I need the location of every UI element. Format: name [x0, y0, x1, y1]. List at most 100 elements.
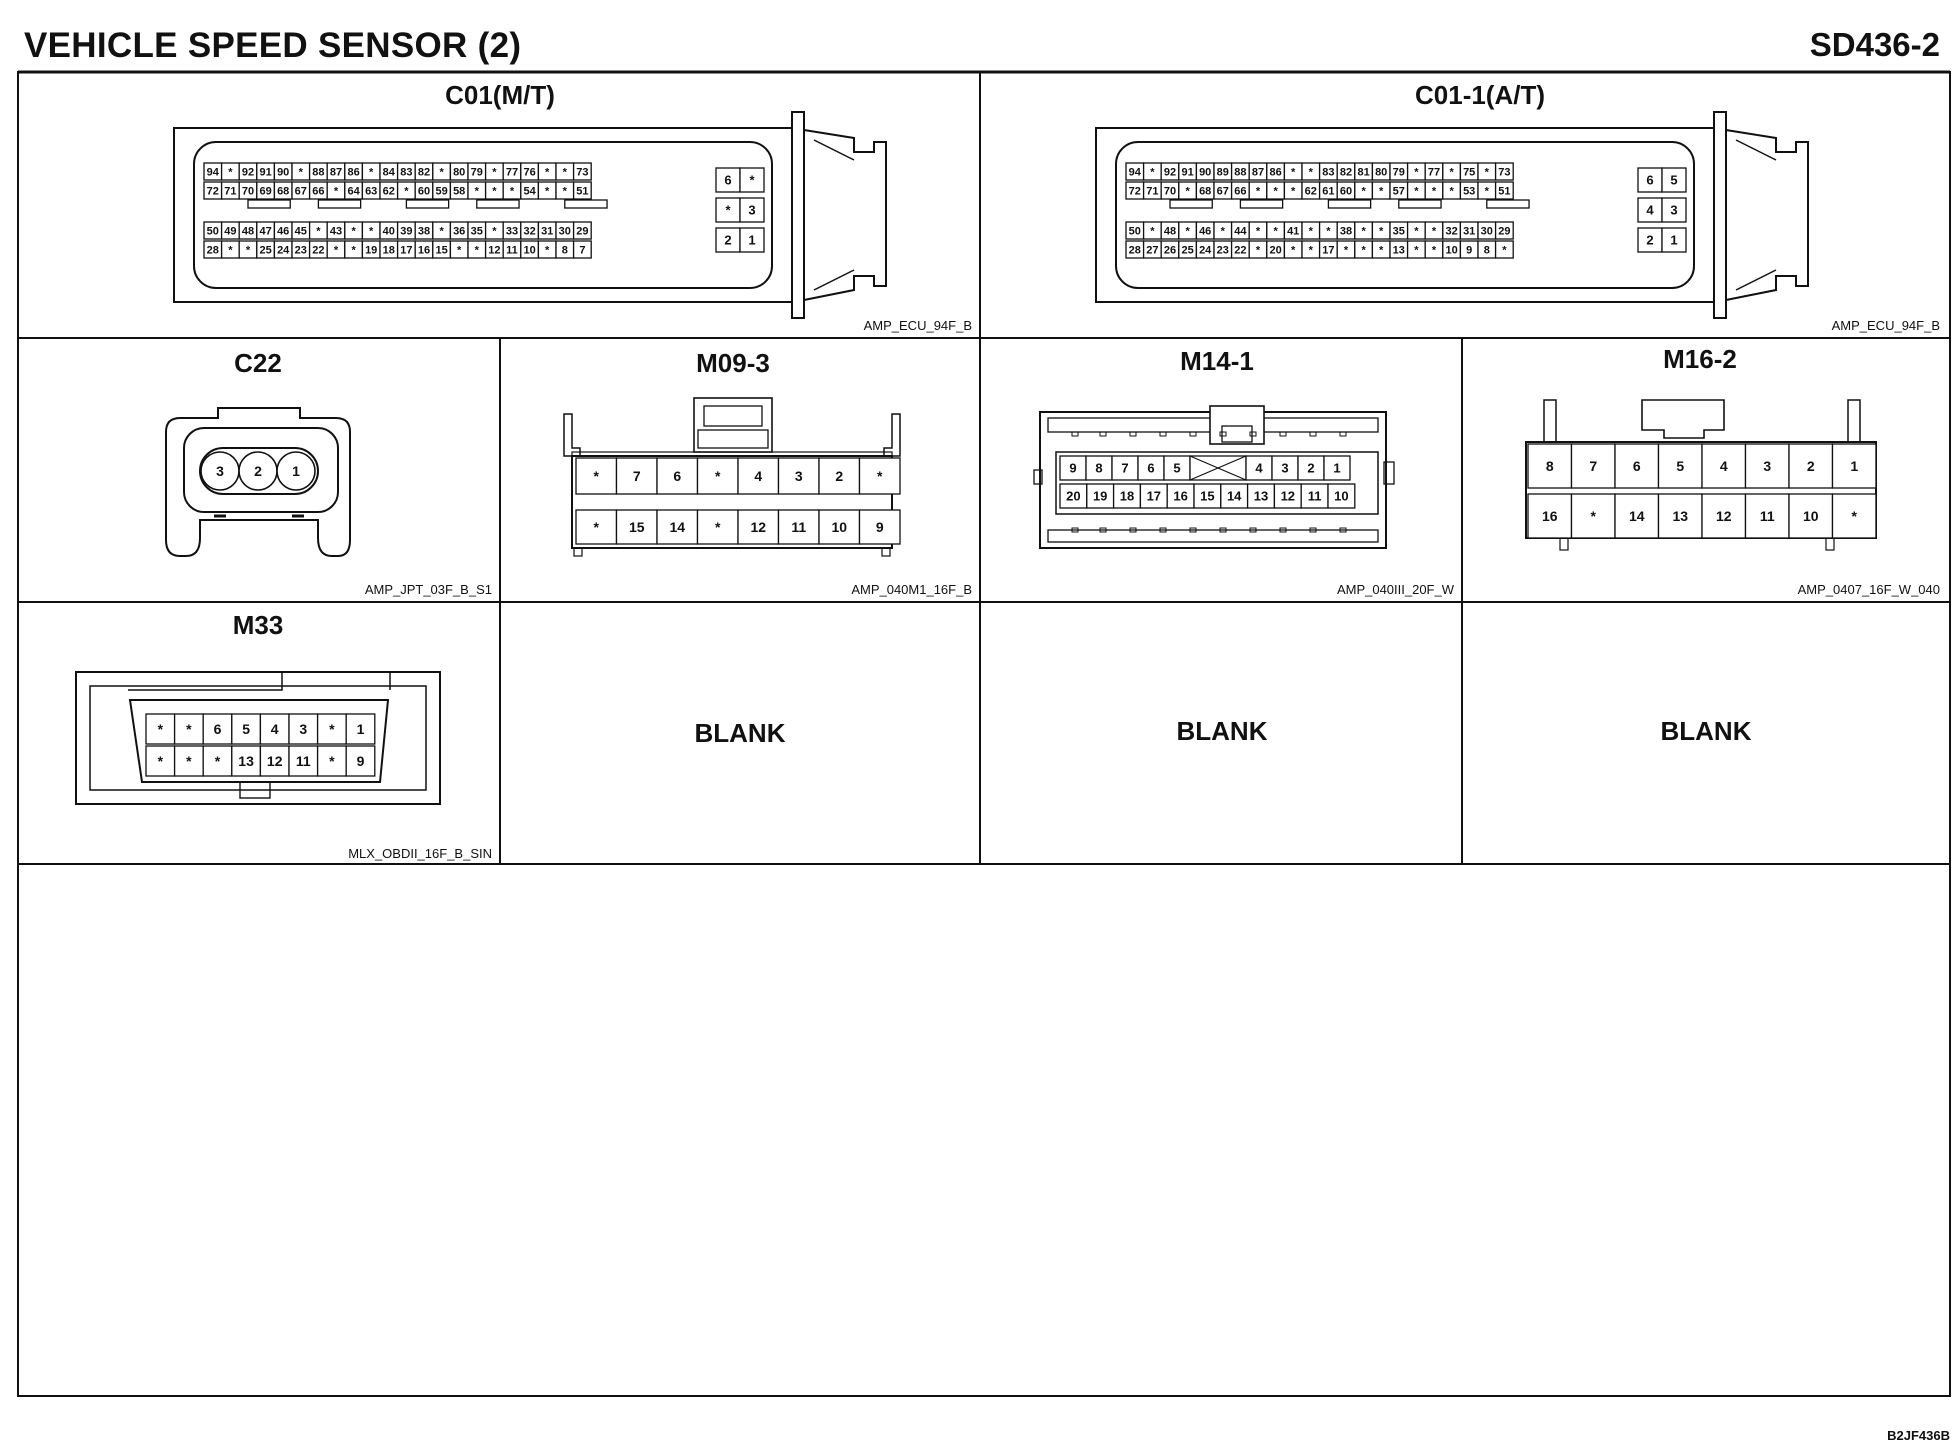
pin-label: * [351, 244, 356, 256]
key-tab [1169, 199, 1213, 209]
pin-label: 1 [1670, 233, 1677, 248]
pin-label: * [228, 166, 233, 178]
pin-label: 20 [1066, 489, 1080, 504]
pin-cell [1527, 443, 1573, 489]
pin-label: 45 [295, 225, 307, 237]
pin-cell [1527, 493, 1573, 539]
pin-cell [737, 509, 780, 545]
pin-cell [739, 227, 765, 253]
pin-cell [1059, 483, 1088, 509]
pin-label: 53 [1463, 185, 1475, 197]
pin-cell [1327, 483, 1356, 509]
pin-label: 18 [1120, 489, 1134, 504]
pin-label: 83 [400, 166, 412, 178]
pin-label: 5 [242, 721, 250, 737]
page-title: VEHICLE SPEED SENSOR (2) [24, 26, 522, 65]
pin-label: 68 [277, 185, 289, 197]
pin-label: 46 [277, 225, 289, 237]
pin-label: 3 [1763, 458, 1771, 474]
connector-code-m16-2: AMP_0407_16F_W_040 [1797, 582, 1940, 597]
pin-label: * [186, 753, 192, 769]
pin-label: 40 [383, 225, 395, 237]
pin-cell [1570, 443, 1616, 489]
rail-tick [1189, 527, 1197, 533]
top-latch-window [697, 429, 769, 449]
pin-label: * [369, 225, 374, 237]
pin-label: 1 [748, 233, 755, 248]
pin-label: 12 [750, 519, 766, 535]
pin-label: * [158, 721, 164, 737]
top-latch-window [1221, 425, 1253, 443]
connector-title-m14-1: M14-1 [1180, 346, 1254, 376]
pin-label: 60 [1340, 185, 1352, 197]
key-tab [1239, 199, 1284, 209]
pin-label: * [1256, 225, 1261, 237]
pin-label: 51 [1498, 185, 1510, 197]
pin-label: 2 [1646, 233, 1653, 248]
latch-line [1735, 139, 1777, 161]
pin-label: * [351, 225, 356, 237]
pin-label: 13 [1393, 244, 1405, 256]
pin-label: * [1852, 508, 1858, 524]
pin-cell [173, 745, 204, 777]
top-latch-window [703, 405, 763, 427]
pin-label: * [1485, 185, 1490, 197]
pin-label: 88 [312, 166, 324, 178]
pin-label: * [1361, 185, 1366, 197]
connector-title-m09-3: M09-3 [696, 348, 770, 378]
pin-label: 71 [224, 185, 236, 197]
pin-label: 24 [1199, 244, 1212, 256]
pin-cell [316, 745, 347, 777]
pin-label: 3 [216, 463, 224, 479]
connector-title-c22: C22 [234, 348, 282, 378]
pin-label: 7 [1121, 461, 1128, 476]
connector-code-m33: MLX_OBDII_16F_B_SIN [348, 846, 492, 861]
pin-cell [818, 509, 861, 545]
pin-cell [572, 162, 592, 181]
connector-code-c01-mt: AMP_ECU_94F_B [863, 318, 972, 333]
pin-label: * [1414, 244, 1419, 256]
foot [1825, 537, 1835, 551]
pin-cell [1245, 455, 1273, 481]
pin-label: 6 [1646, 173, 1653, 188]
blank-cell-3: BLANK [1660, 716, 1752, 746]
pin-label: * [492, 225, 497, 237]
pin-label: * [594, 519, 600, 535]
pin-label: 72 [207, 185, 219, 197]
rail-tick [1249, 527, 1257, 533]
pin-label: * [1150, 166, 1155, 178]
pin-label: 86 [347, 166, 359, 178]
pin-label: * [563, 166, 568, 178]
latch-line [813, 269, 855, 291]
pin-label: 27 [1146, 244, 1158, 256]
pin-label: 8 [1484, 244, 1490, 256]
pin-housing [199, 447, 319, 495]
pin-label: 12 [1716, 508, 1732, 524]
pin-label: 2 [1807, 458, 1815, 474]
pin-label: 62 [1305, 185, 1317, 197]
pin-label: 79 [471, 166, 483, 178]
pin-cell [202, 713, 233, 745]
pin-label: 14 [1629, 508, 1645, 524]
pin-label: * [545, 166, 550, 178]
side-post [1543, 399, 1557, 443]
pin-label: * [299, 166, 304, 178]
bottom-key [239, 781, 271, 799]
pin-label: 91 [259, 166, 271, 178]
pin-label: 43 [330, 225, 342, 237]
pin-label: 87 [1252, 166, 1264, 178]
pin-label: 19 [365, 244, 377, 256]
pin-label: * [1309, 244, 1314, 256]
pin-label: 80 [1375, 166, 1387, 178]
pin-label: 11 [296, 753, 311, 769]
pin-label: 48 [242, 225, 254, 237]
pin-label: 76 [523, 166, 535, 178]
pin-label: 63 [365, 185, 377, 197]
side-post [883, 413, 901, 457]
inner-frame [89, 685, 427, 791]
pin-label: * [1432, 244, 1437, 256]
pin-cell [572, 221, 592, 240]
